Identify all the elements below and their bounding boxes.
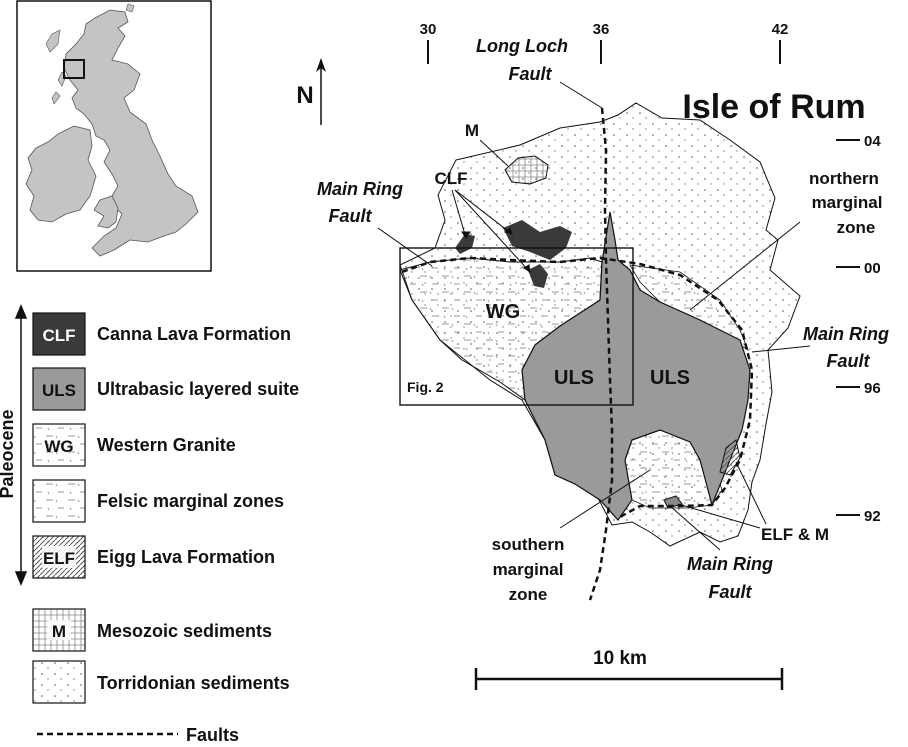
northern-marginal-zone-label-2: marginal: [812, 193, 883, 212]
elf-m-leader-2: [677, 503, 761, 529]
north-arrow-label: N: [296, 82, 313, 109]
main-ring-fault-s-leader: [669, 505, 721, 551]
easting-label-42: 42: [772, 21, 789, 38]
legend-code-wg: WG: [44, 437, 73, 456]
main-ring-fault-e-label-1: Main Ring: [803, 324, 889, 344]
canna-lava-patch-3: [528, 264, 548, 288]
clf-leaders: [451, 189, 531, 274]
legend-code-uls: ULS: [42, 381, 76, 400]
scale-bar-label: 10 km: [593, 648, 647, 669]
legend-swatch-wg: [32, 423, 86, 467]
uls-west-map-label: ULS: [554, 367, 594, 389]
long-loch-fault-leader: [559, 81, 603, 109]
canna-lava-patch-1: [455, 234, 475, 254]
fig2-label: Fig. 2: [407, 379, 444, 395]
legend: Paleocene CLF Canna Lava Formation ULS U…: [0, 304, 299, 745]
southern-marginal-zone-leader: [559, 469, 651, 529]
inset-map: [16, 0, 212, 272]
legend-label-faults: Faults: [186, 725, 239, 745]
legend-label-wg: Western Granite: [97, 435, 236, 455]
inset-wales: [93, 195, 119, 229]
north-arrow: [316, 58, 326, 125]
legend-code-clf: CLF: [42, 326, 75, 345]
legend-swatch-felsic: [32, 479, 86, 523]
long-loch-fault-line: [588, 107, 614, 601]
northing-label-96: 96: [864, 380, 881, 397]
legend-label-felsic: Felsic marginal zones: [97, 491, 284, 511]
legend-swatch-clf: [32, 312, 86, 356]
northing-label-00: 00: [864, 260, 881, 277]
main-ring-fault-s-label-2: Fault: [709, 582, 753, 602]
legend-label-uls: Ultrabasic layered suite: [97, 379, 299, 399]
uls-east-map-label: ULS: [650, 367, 690, 389]
canna-lava-patch-2: [503, 220, 572, 260]
northern-marginal-zone-label-3: zone: [837, 218, 876, 237]
southern-marginal-zone-label-3: zone: [509, 585, 548, 604]
legend-label-torridonian: Torridonian sediments: [97, 673, 290, 693]
fig2-outline-box: [399, 247, 634, 406]
elf-m-map-label: ELF & M: [761, 525, 829, 544]
elf-m-leader-1: [735, 461, 767, 525]
northern-marginal-zone-label-1: northern: [809, 169, 879, 188]
legend-swatch-uls: [32, 367, 86, 411]
easting-label-30: 30: [420, 21, 437, 38]
clf-map-label: CLF: [434, 169, 467, 188]
legend-label-mesozoic: Mesozoic sediments: [97, 621, 272, 641]
southern-marginal-zone-label-1: southern: [492, 535, 565, 554]
map-title: Isle of Rum: [682, 88, 865, 126]
paleocene-bracket: [14, 304, 28, 586]
legend-code-mesozoic: M: [52, 622, 66, 641]
northing-label-92: 92: [864, 508, 881, 525]
legend-code-elf: ELF: [43, 549, 75, 568]
long-loch-fault-label-1: Long Loch: [476, 36, 568, 56]
legend-swatch-torridonian: [32, 660, 86, 704]
inset-location-box: [63, 59, 85, 79]
mesozoic-map-label: M: [465, 121, 479, 140]
inset-orkney: [125, 3, 135, 13]
main-ring-fault-line: [401, 256, 754, 520]
scale-bar: [474, 668, 784, 690]
main-ring-fault-nw-label-2: Fault: [329, 206, 373, 226]
northing-label-04: 04: [864, 133, 881, 150]
long-loch-fault-label-2: Fault: [509, 64, 553, 84]
inset-great-britain: [63, 9, 199, 257]
main-ring-fault-e-leader: [751, 345, 811, 353]
paleocene-label: Paleocene: [0, 409, 17, 498]
mesozoic-leader: [479, 139, 509, 167]
southern-marginal-zone-label-2: marginal: [493, 560, 564, 579]
legend-label-elf: Eigg Lava Formation: [97, 547, 275, 567]
easting-label-36: 36: [593, 21, 610, 38]
mesozoic-sediments-patch: [504, 155, 549, 185]
grid-ticks: [427, 40, 860, 516]
island-map: [399, 102, 801, 601]
ultrabasic-layered-suite-area: [521, 211, 751, 521]
northern-marginal-zone-leader: [689, 221, 801, 311]
main-ring-fault-nw-leader: [377, 227, 433, 267]
main-ring-fault-s-label-1: Main Ring: [687, 554, 773, 574]
legend-label-clf: Canna Lava Formation: [97, 324, 291, 344]
main-ring-fault-nw-label-1: Main Ring: [317, 179, 403, 199]
legend-elf-code-bg: [42, 546, 76, 568]
elf-m-patch-east: [719, 439, 741, 476]
inset-ireland: [25, 125, 97, 223]
main-ring-fault-e-label-2: Fault: [827, 351, 871, 371]
legend-m-code-bg: [47, 620, 71, 640]
wg-map-label: WG: [486, 301, 520, 323]
